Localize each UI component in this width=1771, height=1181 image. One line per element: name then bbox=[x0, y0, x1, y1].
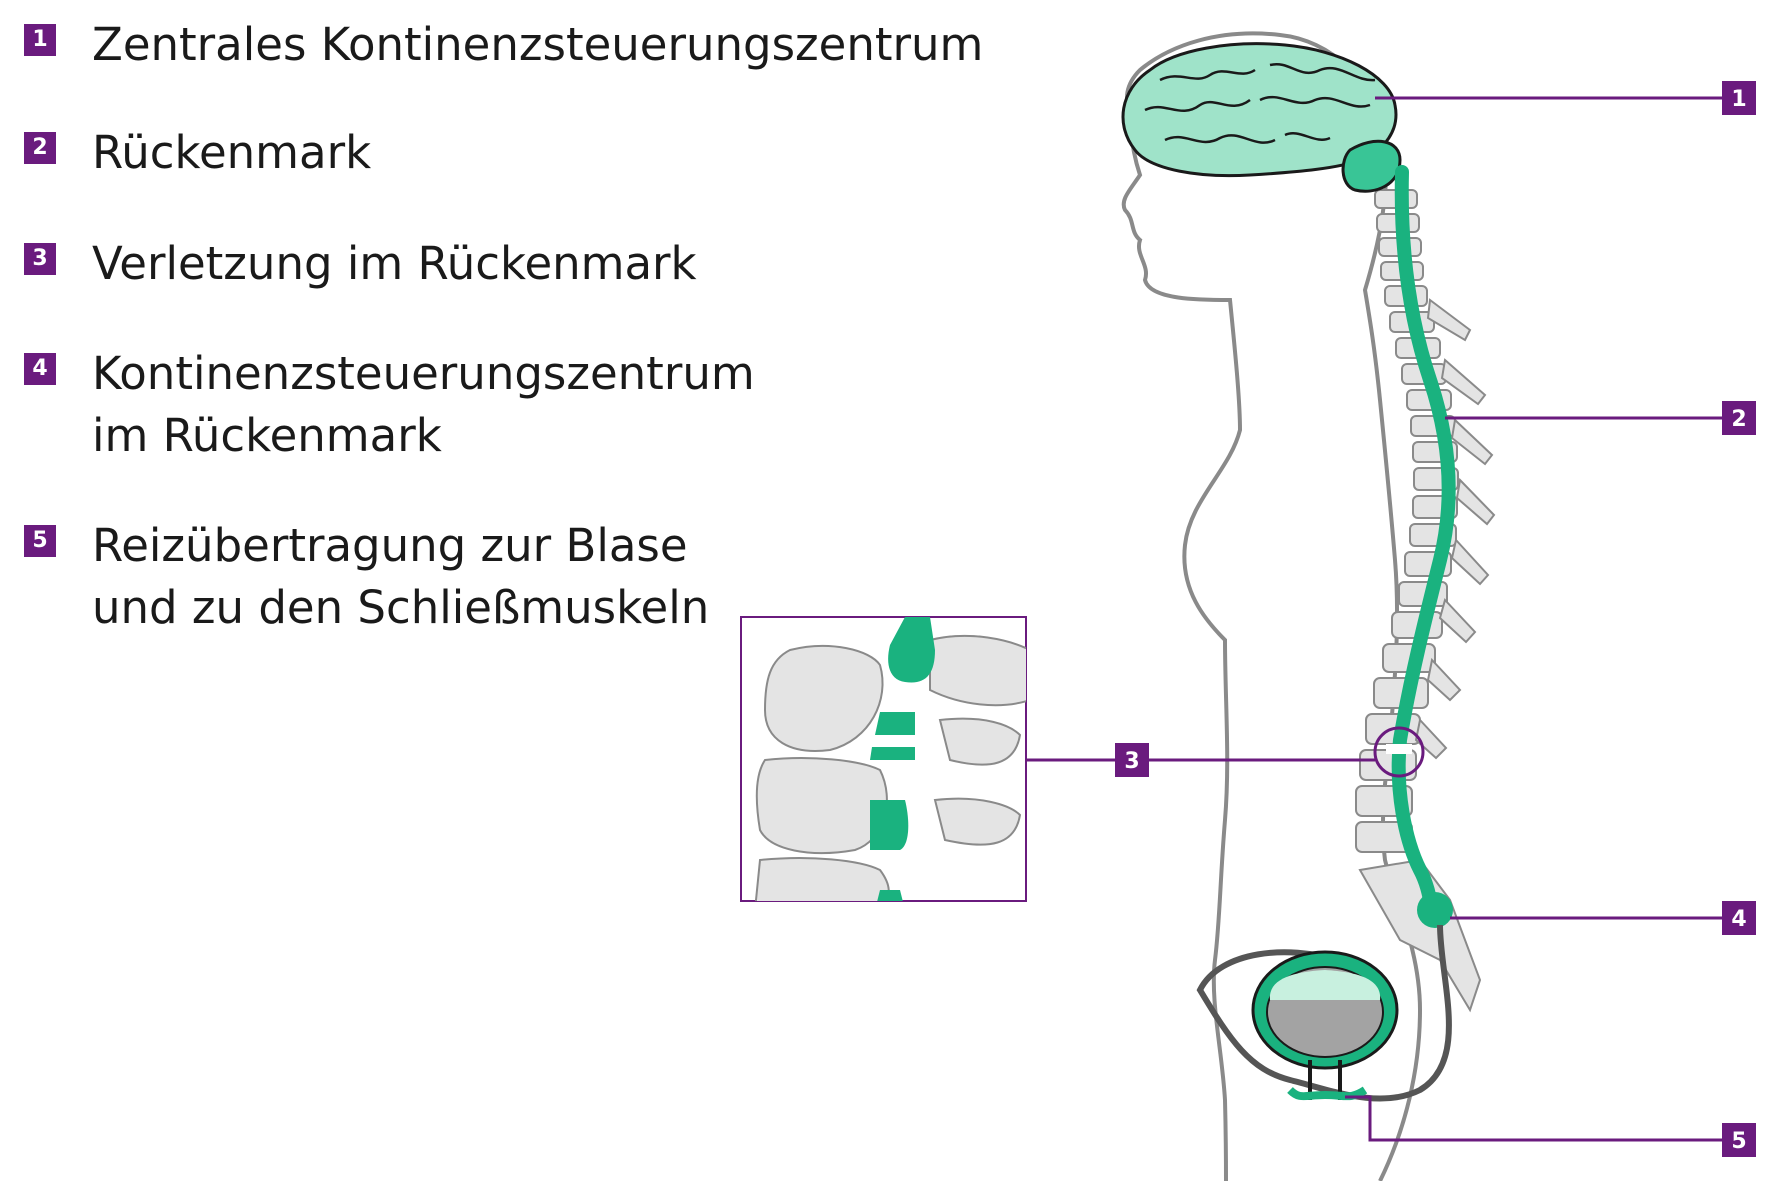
spinous-process bbox=[1438, 598, 1477, 644]
legend-badge-1: 1 bbox=[24, 24, 56, 56]
inset-spinal-cord-segment bbox=[888, 617, 935, 683]
callout-badge-5 bbox=[1722, 1123, 1756, 1157]
callout-badge-2 bbox=[1722, 401, 1756, 435]
spinal-cord bbox=[1391, 165, 1456, 917]
callout-lines bbox=[1026, 96, 1722, 1142]
cerebellum-icon bbox=[1341, 139, 1402, 193]
inset-spinal-cord-segment bbox=[875, 712, 915, 735]
callout-badge-4-text: 4 bbox=[1731, 907, 1746, 932]
inset-vertebra-process bbox=[938, 717, 1022, 766]
callout-badges: 1 2 3 4 5 bbox=[1115, 81, 1756, 1157]
brain-fold bbox=[1144, 98, 1251, 112]
callout-badge-3-text: 3 bbox=[1124, 749, 1139, 774]
callout-badge-5-text: 5 bbox=[1731, 1129, 1746, 1154]
legend-label-4-line-2: im Rückenmark bbox=[92, 409, 442, 462]
brain-fold bbox=[1259, 95, 1371, 108]
legend-badge-3: 3 bbox=[24, 243, 56, 275]
sphincter-muscles bbox=[1287, 1086, 1368, 1101]
legend-badge-2: 2 bbox=[24, 132, 56, 164]
brain-folds bbox=[1144, 62, 1376, 144]
brain bbox=[1121, 42, 1402, 193]
inset-vertebra-body bbox=[755, 757, 888, 855]
legend-label-4: Kontinenzsteuerungszentrum im Rückenmark bbox=[92, 343, 755, 467]
inset-spinal-cord-segment bbox=[877, 890, 903, 901]
spinous-process bbox=[1455, 477, 1496, 526]
bladder-nerve bbox=[1196, 924, 1452, 1102]
legend-badge-5: 5 bbox=[24, 525, 56, 557]
legend: 1 Zentrales Kontinenzsteuerungszentrum 2… bbox=[0, 0, 983, 700]
legend-label-5: Reizübertragung zur Blase und zu den Sch… bbox=[92, 515, 709, 639]
legend-label-2: Rückenmark bbox=[92, 122, 371, 184]
legend-label-1-line-1: Zentrales Kontinenzsteuerungszentrum bbox=[92, 18, 984, 71]
callout-badge-1-text: 1 bbox=[1731, 87, 1746, 112]
injury-detail-inset bbox=[740, 616, 1027, 902]
legend-label-3: Verletzung im Rückenmark bbox=[92, 233, 697, 295]
callout-badge-1 bbox=[1722, 81, 1756, 115]
spinous-process bbox=[1450, 537, 1490, 586]
injury-gap bbox=[1386, 744, 1412, 754]
cerebrum-icon bbox=[1121, 42, 1398, 178]
inset-injury-gap bbox=[875, 735, 915, 747]
spinal-continence-center bbox=[1417, 892, 1453, 928]
callout-line-5 bbox=[1345, 1095, 1722, 1142]
inset-spinal-cord-segment bbox=[870, 800, 909, 850]
spinous-process bbox=[1440, 358, 1487, 406]
callout-badge-3 bbox=[1115, 743, 1149, 777]
legend-badge-4: 4 bbox=[24, 353, 56, 385]
bladder-urine-top bbox=[1269, 970, 1381, 1000]
brain-fold bbox=[1269, 62, 1376, 82]
inset-spinal-cord-segment bbox=[870, 747, 915, 760]
legend-label-4-line-1: Kontinenzsteuerungszentrum bbox=[92, 347, 755, 400]
bladder bbox=[1251, 950, 1399, 1101]
inset-vertebra-body bbox=[763, 644, 884, 752]
legend-label-1: Zentrales Kontinenzsteuerungszentrum bbox=[92, 14, 983, 76]
injury-marker-circle bbox=[1373, 726, 1425, 778]
inset-vertebra-process bbox=[929, 634, 1026, 707]
callout-badge-2-text: 2 bbox=[1731, 407, 1746, 432]
legend-label-3-line-1: Verletzung im Rückenmark bbox=[92, 237, 697, 290]
spinous-processes bbox=[1414, 298, 1496, 760]
inset-vertebra-body bbox=[754, 857, 890, 901]
brain-fold bbox=[1164, 134, 1276, 144]
brain-fold bbox=[1159, 68, 1256, 82]
spinous-process bbox=[1450, 417, 1494, 466]
legend-label-2-line-1: Rückenmark bbox=[92, 126, 372, 179]
spinous-process bbox=[1426, 298, 1472, 342]
callout-badge-4 bbox=[1722, 901, 1756, 935]
legend-label-5-line-2: und zu den Schließmuskeln bbox=[92, 581, 710, 634]
spinous-process bbox=[1414, 717, 1448, 760]
spinous-process bbox=[1426, 657, 1462, 702]
inset-vertebra-process bbox=[933, 797, 1022, 846]
brain-fold bbox=[1284, 132, 1331, 141]
legend-label-5-line-1: Reizübertragung zur Blase bbox=[92, 519, 688, 572]
